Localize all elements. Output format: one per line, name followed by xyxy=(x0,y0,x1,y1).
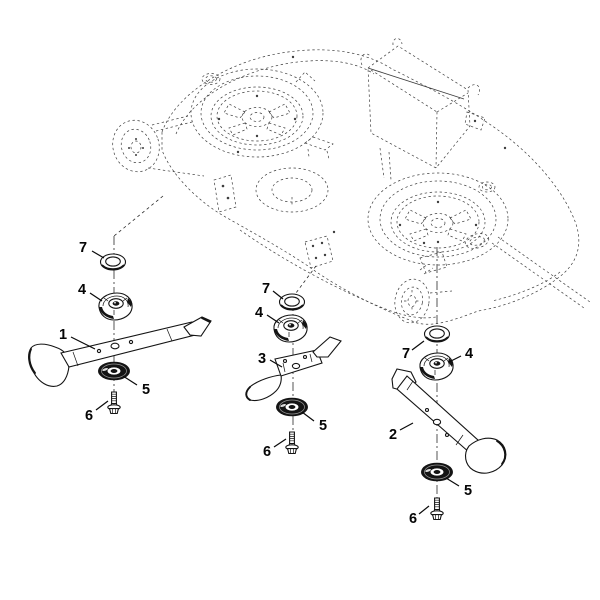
leader-line xyxy=(411,340,425,351)
leader-line xyxy=(418,505,430,515)
callout-5-right: 5 xyxy=(464,483,472,499)
deck-rivet-dots xyxy=(236,55,507,245)
blade-driver-4-right xyxy=(419,352,454,381)
mower-deck xyxy=(112,38,591,325)
leader-line xyxy=(273,438,287,448)
leader-line xyxy=(95,400,109,411)
callout-6-right: 6 xyxy=(409,511,417,527)
bolt-6-middle xyxy=(285,431,299,455)
callout-4-middle: 4 xyxy=(255,305,263,321)
right-caster-wheel xyxy=(394,251,453,324)
right-deck-cap xyxy=(478,181,496,193)
deck-skirt-line xyxy=(239,229,437,319)
callout-6-left: 6 xyxy=(85,408,93,424)
right-spindle-pulley xyxy=(367,172,509,266)
bolt-6-right xyxy=(430,497,444,521)
deck-skirt-line-2 xyxy=(491,271,561,302)
assembly-axis-lines xyxy=(113,195,438,520)
callout-7-left: 7 xyxy=(79,240,87,256)
left-spindle-pulley xyxy=(190,68,324,158)
blade-1 xyxy=(28,316,212,387)
middle-spindle-boss xyxy=(255,167,329,213)
callout-5-left: 5 xyxy=(142,382,150,398)
discharge-chute xyxy=(360,38,480,181)
axis-middle-leader xyxy=(292,265,317,298)
leader-line xyxy=(91,250,105,259)
callout-4-right: 4 xyxy=(465,346,473,362)
disc-washer-5-right xyxy=(420,462,454,482)
middle-mount-plate xyxy=(304,235,334,269)
leader-line xyxy=(266,314,280,324)
callout-6-middle: 6 xyxy=(263,444,271,460)
side-plate-oval xyxy=(464,233,490,249)
washer-7-left xyxy=(99,253,127,271)
callout-3: 3 xyxy=(258,351,266,367)
leader-line xyxy=(272,290,284,300)
left-caster-wheel xyxy=(112,115,205,177)
axis-left-leader xyxy=(113,195,164,237)
leader-line xyxy=(448,355,462,363)
deck-edge-diagonals xyxy=(491,236,591,309)
leader-line xyxy=(122,375,138,386)
callout-2: 2 xyxy=(389,427,397,443)
washer-7-right xyxy=(423,325,451,343)
deck-inner-rim xyxy=(175,60,375,135)
deck-cap xyxy=(201,73,221,85)
blade-driver-4-middle xyxy=(273,314,308,343)
callout-5-middle: 5 xyxy=(319,418,327,434)
bolt-6-left xyxy=(107,391,121,415)
left-hanger-bracket xyxy=(213,174,237,213)
leader-lines xyxy=(70,250,462,515)
bail-bracket xyxy=(304,136,334,160)
callout-labels: 7 4 1 5 6 7 4 3 5 6 7 4 2 5 6 xyxy=(59,240,473,527)
callout-1: 1 xyxy=(59,327,67,343)
right-ear-bracket xyxy=(464,111,486,131)
leader-line xyxy=(70,336,96,350)
callout-4-left: 4 xyxy=(78,282,86,298)
leader-line xyxy=(399,422,414,431)
blade-driver-4-left xyxy=(98,292,133,321)
leader-line xyxy=(301,411,315,422)
leader-line xyxy=(269,359,283,368)
leader-line xyxy=(89,292,103,302)
callout-7-middle: 7 xyxy=(262,281,270,297)
leader-line xyxy=(445,477,460,487)
blade-2 xyxy=(391,368,507,474)
belt-keeper xyxy=(295,71,316,83)
blade-3 xyxy=(245,336,342,402)
washer-7-middle xyxy=(278,293,306,311)
deck-outer-rim xyxy=(161,49,580,325)
callout-7-right: 7 xyxy=(402,346,410,362)
